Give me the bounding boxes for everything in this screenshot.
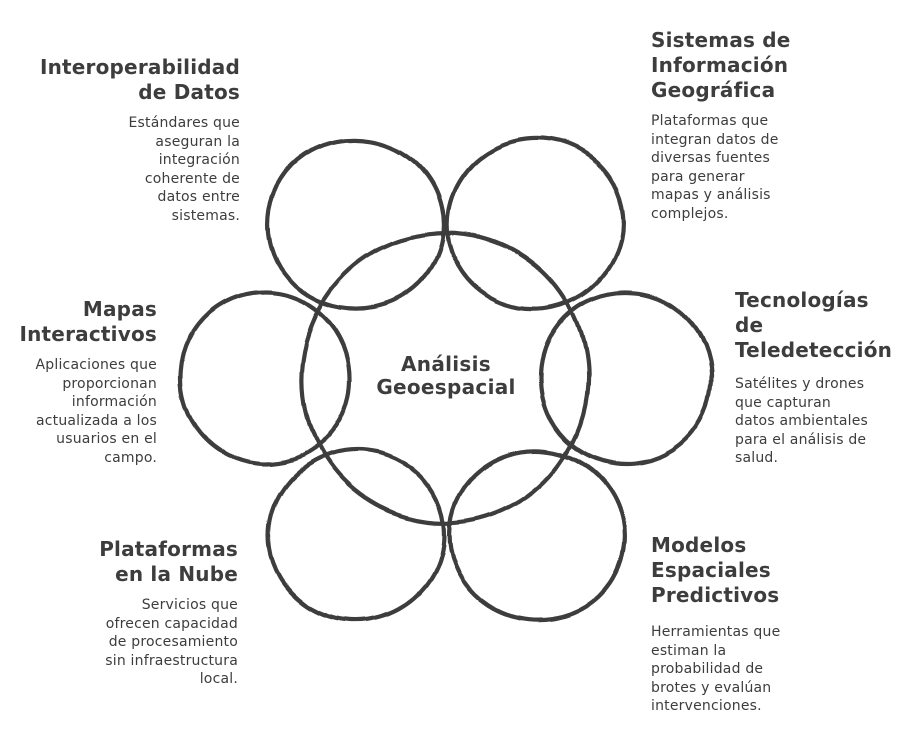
circle-modelos-espaciales-predictivos — [447, 447, 627, 623]
node-description: Herramientas que estiman la probabilidad… — [651, 624, 781, 714]
circle-sistemas-de-informacion-geografica — [445, 136, 625, 312]
node-plataformas-en-la-nube: Plataformas en la Nube Servicios que ofr… — [58, 537, 238, 689]
node-title: Mapas Interactivos — [19, 297, 157, 346]
center-label-text: Análisis Geoespacial — [376, 352, 516, 399]
node-description: Satélites y drones que capturan datos am… — [735, 376, 869, 466]
node-sistemas-de-informacion-geografica: Sistemas de Información Geográfica Plata… — [651, 28, 826, 223]
circle-plataformas-en-la-nube — [265, 447, 447, 623]
circle-tecnologias-de-teledeteccion — [538, 289, 714, 467]
circle-group — [177, 136, 714, 623]
node-title: Plataformas en la Nube — [99, 537, 238, 586]
node-tecnologias-de-teledeteccion: Tecnologías de Teledetección Satélites y… — [735, 288, 901, 468]
circle-center-analisis-geoespacial — [299, 231, 591, 525]
node-mapas-interactivos: Mapas Interactivos Aplicaciones que prop… — [0, 297, 157, 467]
node-description: Plataformas que integran datos de divers… — [651, 113, 779, 222]
node-description: Aplicaciones que proporcionan informació… — [35, 357, 157, 466]
circle-mapas-interactivos — [177, 289, 353, 467]
node-description: Servicios que ofrecen capacidad de proce… — [105, 597, 238, 687]
node-title: Interoperabilidad de Datos — [39, 55, 240, 104]
node-title: Tecnologías de Teledetección — [735, 288, 893, 362]
node-title: Sistemas de Información Geográfica — [651, 28, 791, 102]
node-title: Modelos Espaciales Predictivos — [651, 533, 780, 607]
node-description: Estándares que aseguran la integración c… — [128, 115, 240, 224]
circle-interoperabilidad-de-datos — [265, 136, 447, 312]
node-modelos-espaciales-predictivos: Modelos Espaciales Predictivos Herramien… — [651, 533, 836, 716]
center-label: Análisis Geoespacial — [335, 353, 557, 399]
node-interoperabilidad-de-datos: Interoperabilidad de Datos Estándares qu… — [30, 55, 240, 225]
